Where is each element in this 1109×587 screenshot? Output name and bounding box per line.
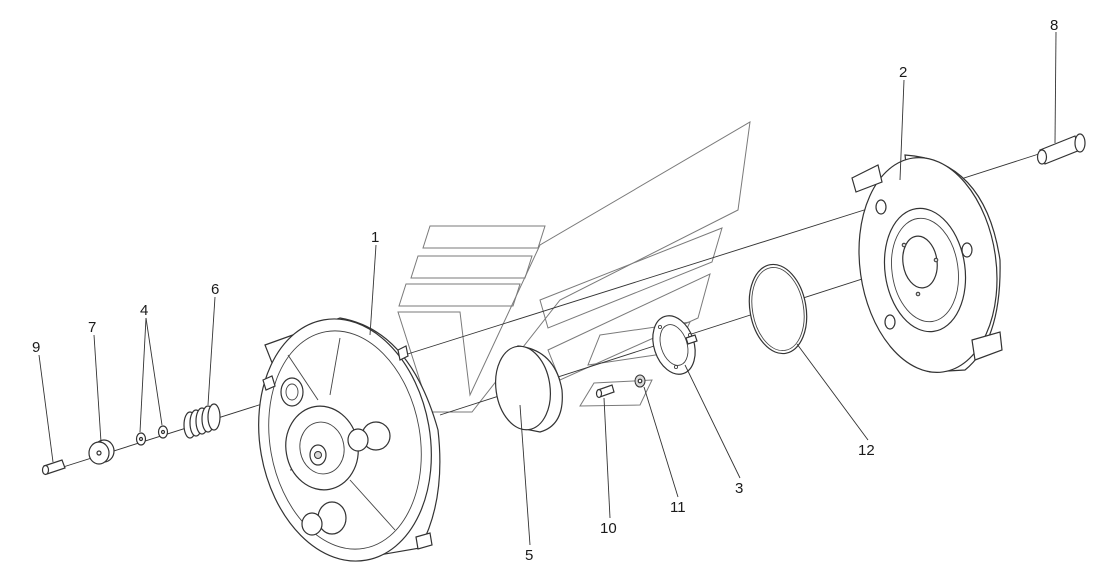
part-3-flange	[652, 315, 698, 375]
label-part-8: 8	[1050, 17, 1058, 34]
part-10-screw	[595, 384, 615, 399]
leader-lines	[38, 31, 1057, 546]
label-part-12: 12	[858, 442, 875, 459]
part-5-cylinder	[495, 345, 563, 433]
part-2-cover	[851, 154, 1003, 373]
part-1-housing	[258, 317, 441, 562]
part-4-washers	[135, 425, 169, 446]
label-part-9: 9	[32, 339, 40, 356]
label-part-3: 3	[735, 480, 743, 497]
label-part-4: 4	[140, 302, 148, 319]
part-labels: 9 7 4 6 1 5 10 11 3 12 2 8	[32, 17, 1058, 564]
part-8-pin	[1036, 133, 1086, 165]
label-part-2: 2	[899, 64, 907, 81]
part-7-disc	[88, 439, 115, 465]
label-part-11: 11	[670, 499, 686, 516]
label-part-7: 7	[88, 319, 96, 336]
watermark-logo	[397, 121, 751, 413]
label-part-6: 6	[211, 281, 219, 298]
part-6-spring	[183, 403, 221, 439]
label-part-5: 5	[525, 547, 533, 564]
part-9-bolt	[41, 459, 66, 476]
label-part-1: 1	[371, 229, 379, 246]
part-11-nut	[634, 374, 646, 388]
part-12-ring	[748, 263, 808, 355]
label-part-10: 10	[600, 520, 617, 537]
